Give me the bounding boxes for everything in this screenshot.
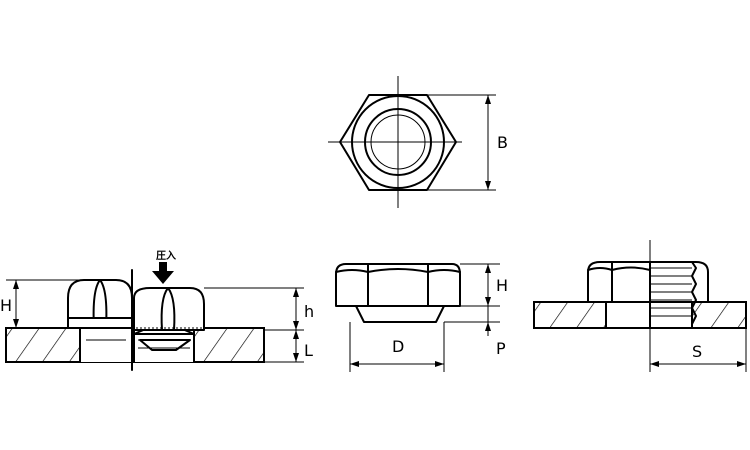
top-view-hex-nut: B [328,76,508,208]
label-h-small: h [304,302,314,321]
label-b: B [497,133,508,152]
label-l: L [304,341,313,360]
label-p: P [496,339,506,358]
press-arrow-icon [152,271,174,284]
nut-flange-side [355,305,445,323]
plate-right [691,301,747,329]
plate-left [533,301,607,329]
label-h-side: H [496,276,508,295]
right-section-view: S [533,240,747,372]
label-h-left: H [0,296,12,315]
nut-after-press [133,287,205,331]
label-d: D [392,337,404,356]
press-arrow-shaft [159,262,167,272]
middle-side-view: H P D [335,263,508,372]
thread-section [650,261,697,325]
label-press-in: 圧入 [156,250,176,262]
left-section-view: 圧入 H h L [0,250,314,371]
label-s: S [692,342,702,361]
